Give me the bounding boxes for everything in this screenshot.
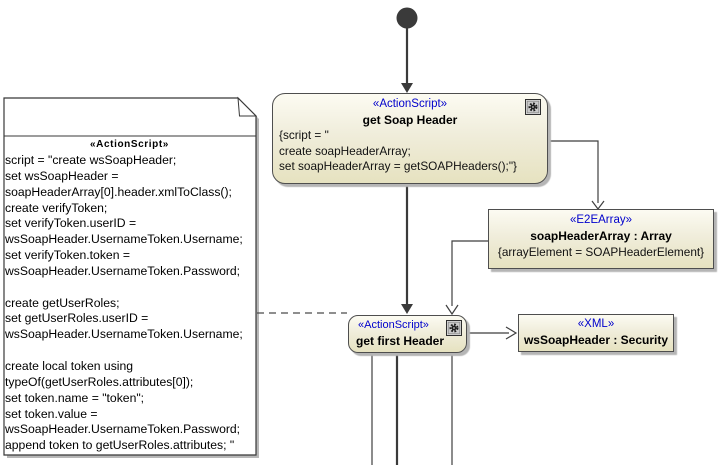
action-get-first-header[interactable]: «ActionScript» get first Header — [348, 315, 467, 353]
object-stereotype: «XML» — [577, 318, 615, 330]
note-script-line: set verifyToken.token = — [5, 248, 130, 263]
object-flow-getsoapheader-to-array[interactable] — [548, 140, 605, 210]
action-gear-icon — [446, 320, 462, 336]
note-script-line — [5, 280, 254, 296]
note-script-line — [5, 343, 254, 359]
note-script-line: soapHeaderArray[0].header.xmlToClass(); — [5, 184, 232, 199]
object-soapheaderarray[interactable]: «E2EArray» soapHeaderArray : Array {arra… — [488, 209, 714, 269]
note-script-line: script = "create wsSoapHeader; — [5, 153, 177, 167]
note-script-line: create local token using — [5, 358, 134, 373]
object-name: soapHeaderArray : Array — [530, 229, 672, 243]
note-script-line: wsSoapHeader.UsernameToken.Password; — [5, 422, 241, 437]
note-script-text: «ActionScript» script = "create wsSoapHe… — [5, 137, 254, 454]
note-stereotype: «ActionScript» — [90, 139, 169, 150]
action-gear-icon — [525, 99, 541, 115]
object-flow-getfirstheader-to-xml[interactable] — [467, 326, 518, 340]
initial-node[interactable] — [396, 7, 418, 29]
script-note[interactable] — [3, 96, 258, 456]
action-script-line: {script = " — [279, 128, 329, 142]
note-script-line: set token.name = "token"; — [5, 390, 145, 405]
object-name: wsSoapHeader : Security — [523, 333, 669, 347]
control-flow-initial-to-getsoapheader[interactable] — [401, 28, 413, 93]
object-stereotype: «E2EArray» — [569, 214, 632, 226]
action-script-line: create soapHeaderArray; — [279, 143, 411, 158]
action-script-line: set soapHeaderArray = getSOAPHeaders();"… — [279, 159, 517, 173]
action-stereotype: «ActionScript» — [358, 319, 429, 331]
action-name: get Soap Header — [362, 113, 458, 127]
object-wssoapheader[interactable]: «XML» wsSoapHeader : Security — [518, 314, 674, 352]
note-script-line: set getUserRoles.userID = — [5, 311, 149, 326]
control-flow-getsoapheader-to-getfirstheader[interactable] — [401, 184, 413, 314]
object-constraint: {arrayElement = SOAPHeaderElement} — [497, 245, 705, 259]
note-script-line: wsSoapHeader.UsernameToken.Username; — [5, 232, 243, 247]
note-script-line: typeOf(getUserRoles.attributes[0]); — [5, 374, 194, 389]
note-script-line: wsSoapHeader.UsernameToken.Password; — [5, 263, 241, 278]
note-script-line: set token.value = — [5, 406, 98, 421]
action-stereotype: «ActionScript» — [372, 98, 448, 110]
note-fold-icon — [237, 96, 258, 117]
action-name: get first Header — [356, 334, 445, 348]
object-flow-array-to-getfirstheader[interactable] — [445, 240, 488, 316]
note-script-line: create verifyToken; — [5, 200, 108, 215]
note-script-line: append token to getUserRoles.attributes;… — [5, 438, 235, 453]
note-script-line: create getUserRoles; — [5, 295, 120, 310]
note-script-line: set verifyToken.userID = — [5, 216, 137, 231]
note-script-line: set wsSoapHeader = — [5, 168, 119, 183]
action-get-soap-header[interactable]: «ActionScript» get Soap Header {script =… — [272, 93, 548, 184]
note-script-line: wsSoapHeader.UsernameToken.Username; — [5, 327, 243, 342]
